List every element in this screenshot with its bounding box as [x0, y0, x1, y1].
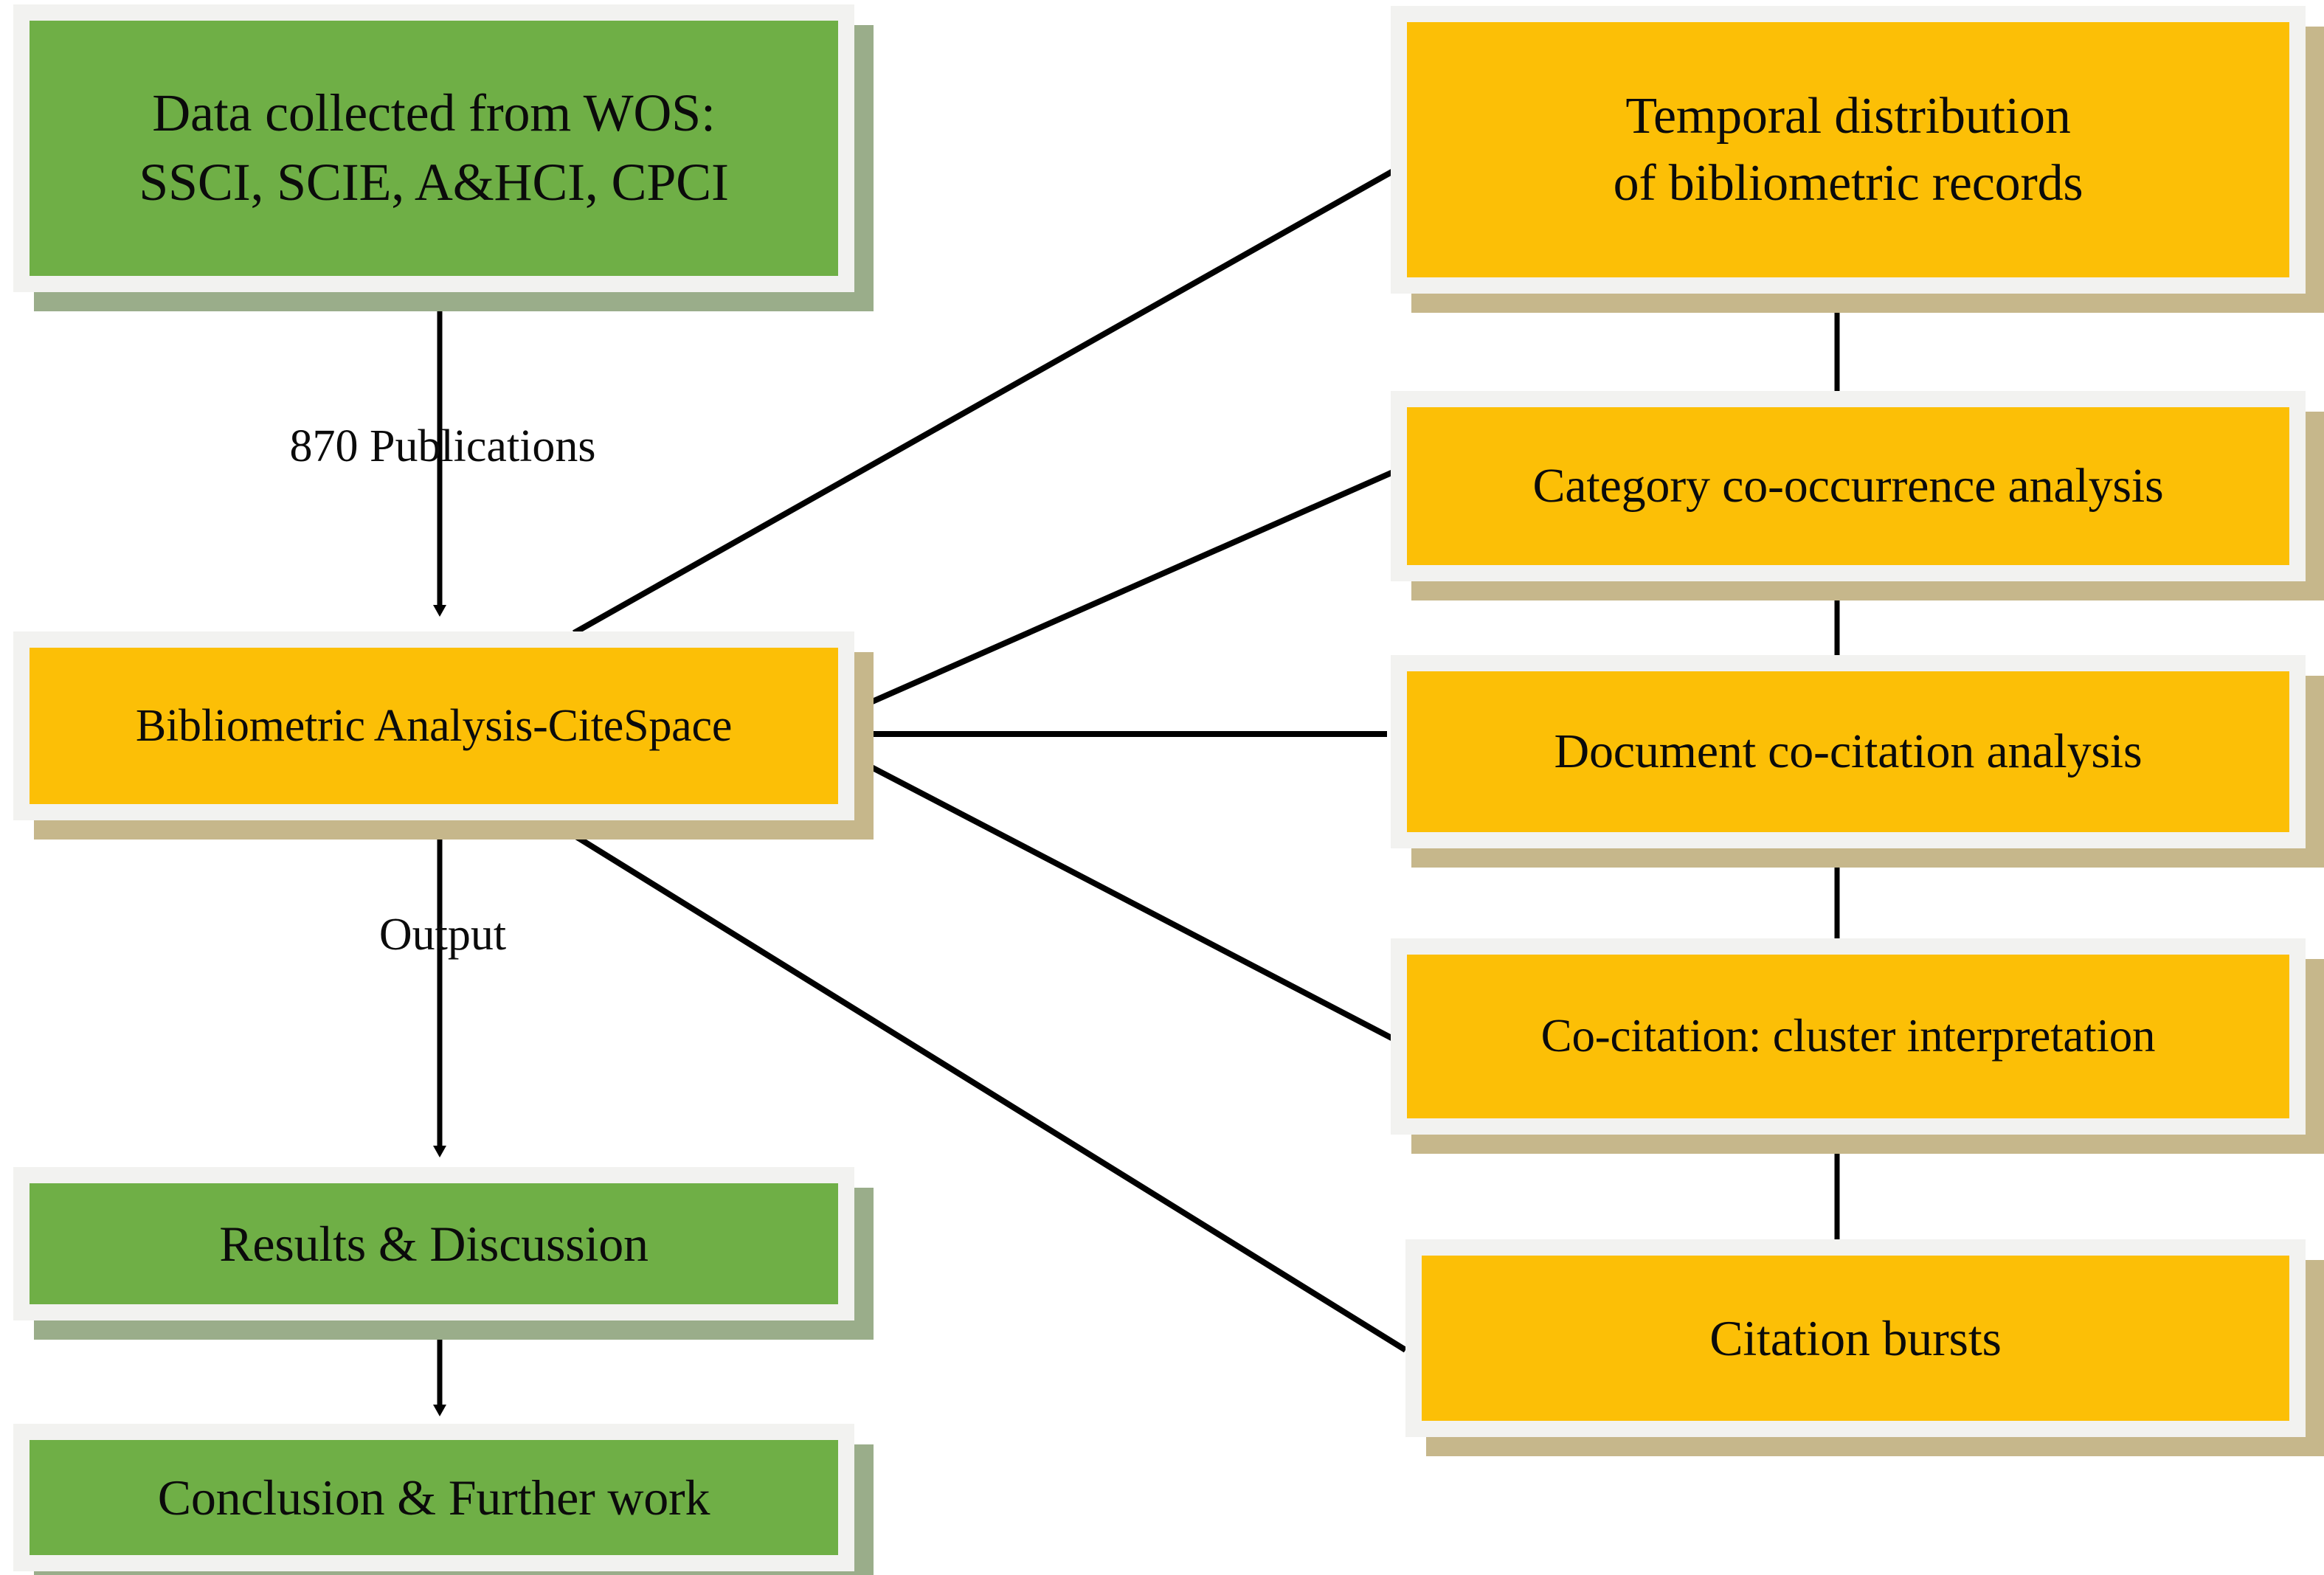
node-cocitation-cluster-line1: Co-citation: cluster interpretation: [1540, 1010, 2156, 1062]
node-bibliometric-analysis-line1: Bibliometric Analysis-CiteSpace: [135, 700, 733, 751]
node-temporal-distribution[interactable]: Temporal distribution of bibliometric re…: [1391, 6, 2324, 313]
node-results-discussion[interactable]: Results & Discussion: [13, 1167, 874, 1340]
node-conclusion-line1: Conclusion & Further work: [157, 1469, 710, 1526]
node-category-cooccurrence[interactable]: Category co-occurrence analysis: [1391, 391, 2324, 600]
node-bibliometric-analysis[interactable]: Bibliometric Analysis-CiteSpace: [13, 631, 874, 840]
node-document-cocitation[interactable]: Document co-citation analysis: [1391, 655, 2324, 868]
node-temporal-distribution-line1: Temporal distribution: [1625, 88, 2071, 145]
node-document-cocitation-line1: Document co-citation analysis: [1554, 724, 2143, 779]
node-category-cooccurrence-line1: Category co-occurrence analysis: [1532, 459, 2164, 513]
edge-label-output: Output: [378, 910, 507, 960]
node-conclusion[interactable]: Conclusion & Further work: [13, 1424, 874, 1575]
node-results-discussion-line1: Results & Discussion: [219, 1215, 649, 1272]
edge-label-publications: 870 Publications: [289, 421, 596, 471]
edge-analysis-to-cluster: [856, 757, 1394, 1042]
node-cocitation-cluster[interactable]: Co-citation: cluster interpretation: [1391, 938, 2324, 1154]
node-citation-bursts[interactable]: Citation bursts: [1405, 1239, 2324, 1456]
node-data-source-line2: SSCI, SCIE, A&HCI, CPCI: [139, 153, 729, 212]
node-data-source-line1: Data collected from WOS:: [152, 83, 716, 143]
node-temporal-distribution-line2: of bibliometric records: [1613, 155, 2083, 212]
node-citation-bursts-line1: Citation bursts: [1709, 1309, 2002, 1366]
node-data-source[interactable]: Data collected from WOS: SSCI, SCIE, A&H…: [13, 4, 874, 311]
edge-analysis-to-category: [856, 469, 1394, 711]
